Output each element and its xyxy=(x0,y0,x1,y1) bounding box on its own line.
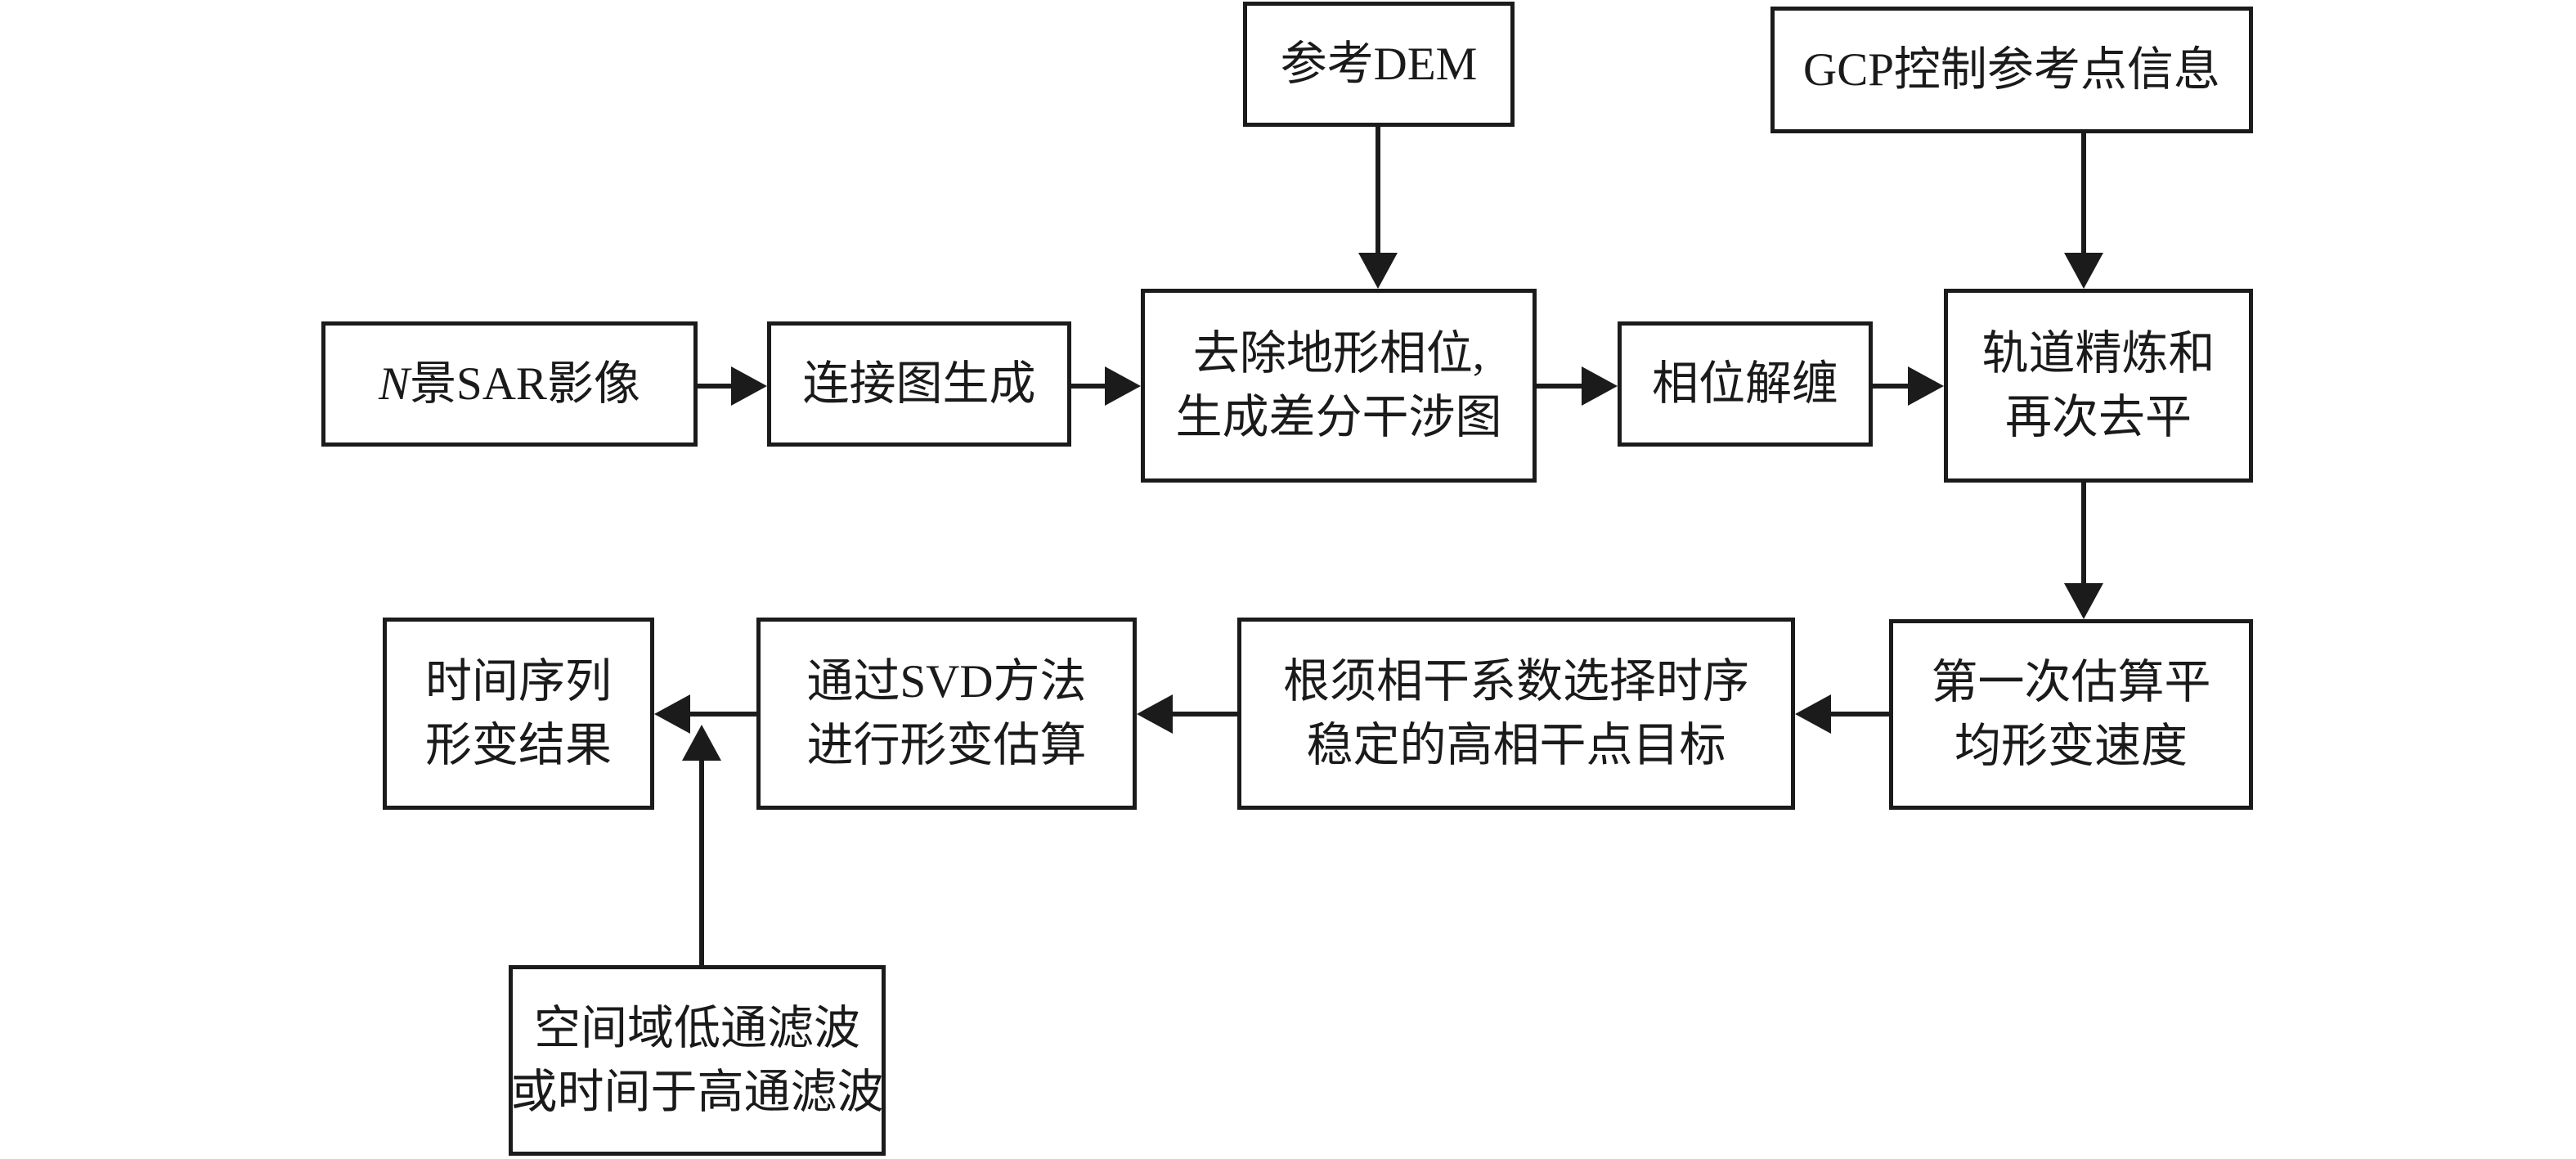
node-time-series-result: 时间序列 形变结果 xyxy=(383,618,654,810)
arrowhead-right-icon xyxy=(1582,366,1618,406)
node-phase-unwrapping: 相位解缠 xyxy=(1618,321,1873,447)
node-gcp-control-points: GCP控制参考点信息 xyxy=(1770,7,2253,133)
node-first-velocity-estimate: 第一次估算平 均形变速度 xyxy=(1889,619,2253,810)
arrow-line-firstestimate-to-select xyxy=(1829,712,1889,717)
node-label-line2: 生成差分干涉图 xyxy=(1175,391,1502,443)
node-label-line2: 均形变速度 xyxy=(1954,720,2188,772)
arrowhead-down-icon xyxy=(2064,583,2103,619)
node-label-line1: 根须相干系数选择时序 xyxy=(1283,655,1749,708)
arrow-line-orbit-to-firstestimate xyxy=(2081,483,2086,584)
arrow-line-sar-to-connect xyxy=(697,384,733,389)
node-svd-deformation-estimate: 通过SVD方法 进行形变估算 xyxy=(756,618,1137,810)
arrowhead-right-icon xyxy=(1908,366,1944,406)
node-label-line2: 形变结果 xyxy=(425,719,612,771)
node-label-line2: 或时间于高通滤波 xyxy=(510,1066,884,1118)
node-label: 参考DEM xyxy=(1280,38,1478,90)
node-label-line1: 时间序列 xyxy=(425,655,612,708)
node-label-line1: 通过SVD方法 xyxy=(806,655,1087,708)
node-label-line2: 进行形变估算 xyxy=(806,719,1087,771)
arrowhead-down-icon xyxy=(1358,253,1398,289)
node-label-line1: 空间域低通滤波 xyxy=(534,1002,860,1054)
arrow-line-svd-to-result xyxy=(689,712,756,717)
node-select-coherent-targets: 根须相干系数选择时序 稳定的高相干点目标 xyxy=(1237,618,1795,810)
arrowhead-right-icon xyxy=(731,366,767,406)
italic-n: N xyxy=(379,357,411,410)
node-label-line2: 再次去平 xyxy=(2005,391,2192,443)
arrowhead-down-icon xyxy=(2064,253,2103,289)
arrow-line-connect-to-dediff xyxy=(1071,384,1106,389)
node-orbit-refinement: 轨道精炼和 再次去平 xyxy=(1944,289,2253,483)
arrow-line-dem-to-dediff xyxy=(1376,127,1380,253)
node-spatial-temporal-filter: 空间域低通滤波 或时间于高通滤波 xyxy=(509,965,886,1156)
node-remove-topo-phase: 去除地形相位, 生成差分干涉图 xyxy=(1141,289,1537,483)
arrow-line-dediff-to-unwrap xyxy=(1537,384,1583,389)
node-n-sar-images: N景SAR影像 xyxy=(321,321,698,447)
arrowhead-left-icon xyxy=(1795,694,1831,734)
arrowhead-up-icon xyxy=(682,725,721,761)
arrow-line-select-to-svd xyxy=(1171,712,1237,717)
node-label-line1: 第一次估算平 xyxy=(1931,656,2211,708)
node-label: GCP控制参考点信息 xyxy=(1803,43,2220,96)
arrowhead-right-icon xyxy=(1105,366,1141,406)
arrowhead-left-icon xyxy=(1137,694,1173,734)
arrow-line-gcp-to-orbit xyxy=(2081,133,2086,253)
node-label: 连接图生成 xyxy=(802,357,1036,410)
arrow-line-filter-up xyxy=(699,759,704,965)
node-label: N景SAR影像 xyxy=(379,357,640,410)
node-label-line2: 稳定的高相干点目标 xyxy=(1306,719,1726,771)
arrow-line-unwrap-to-orbit xyxy=(1873,384,1910,389)
node-label-line1: 去除地形相位, xyxy=(1192,327,1485,380)
node-reference-dem: 参考DEM xyxy=(1243,2,1515,127)
node-label: 相位解缠 xyxy=(1652,357,1838,410)
node-label-line1: 轨道精炼和 xyxy=(1981,327,2215,380)
node-connection-graph: 连接图生成 xyxy=(767,321,1071,447)
